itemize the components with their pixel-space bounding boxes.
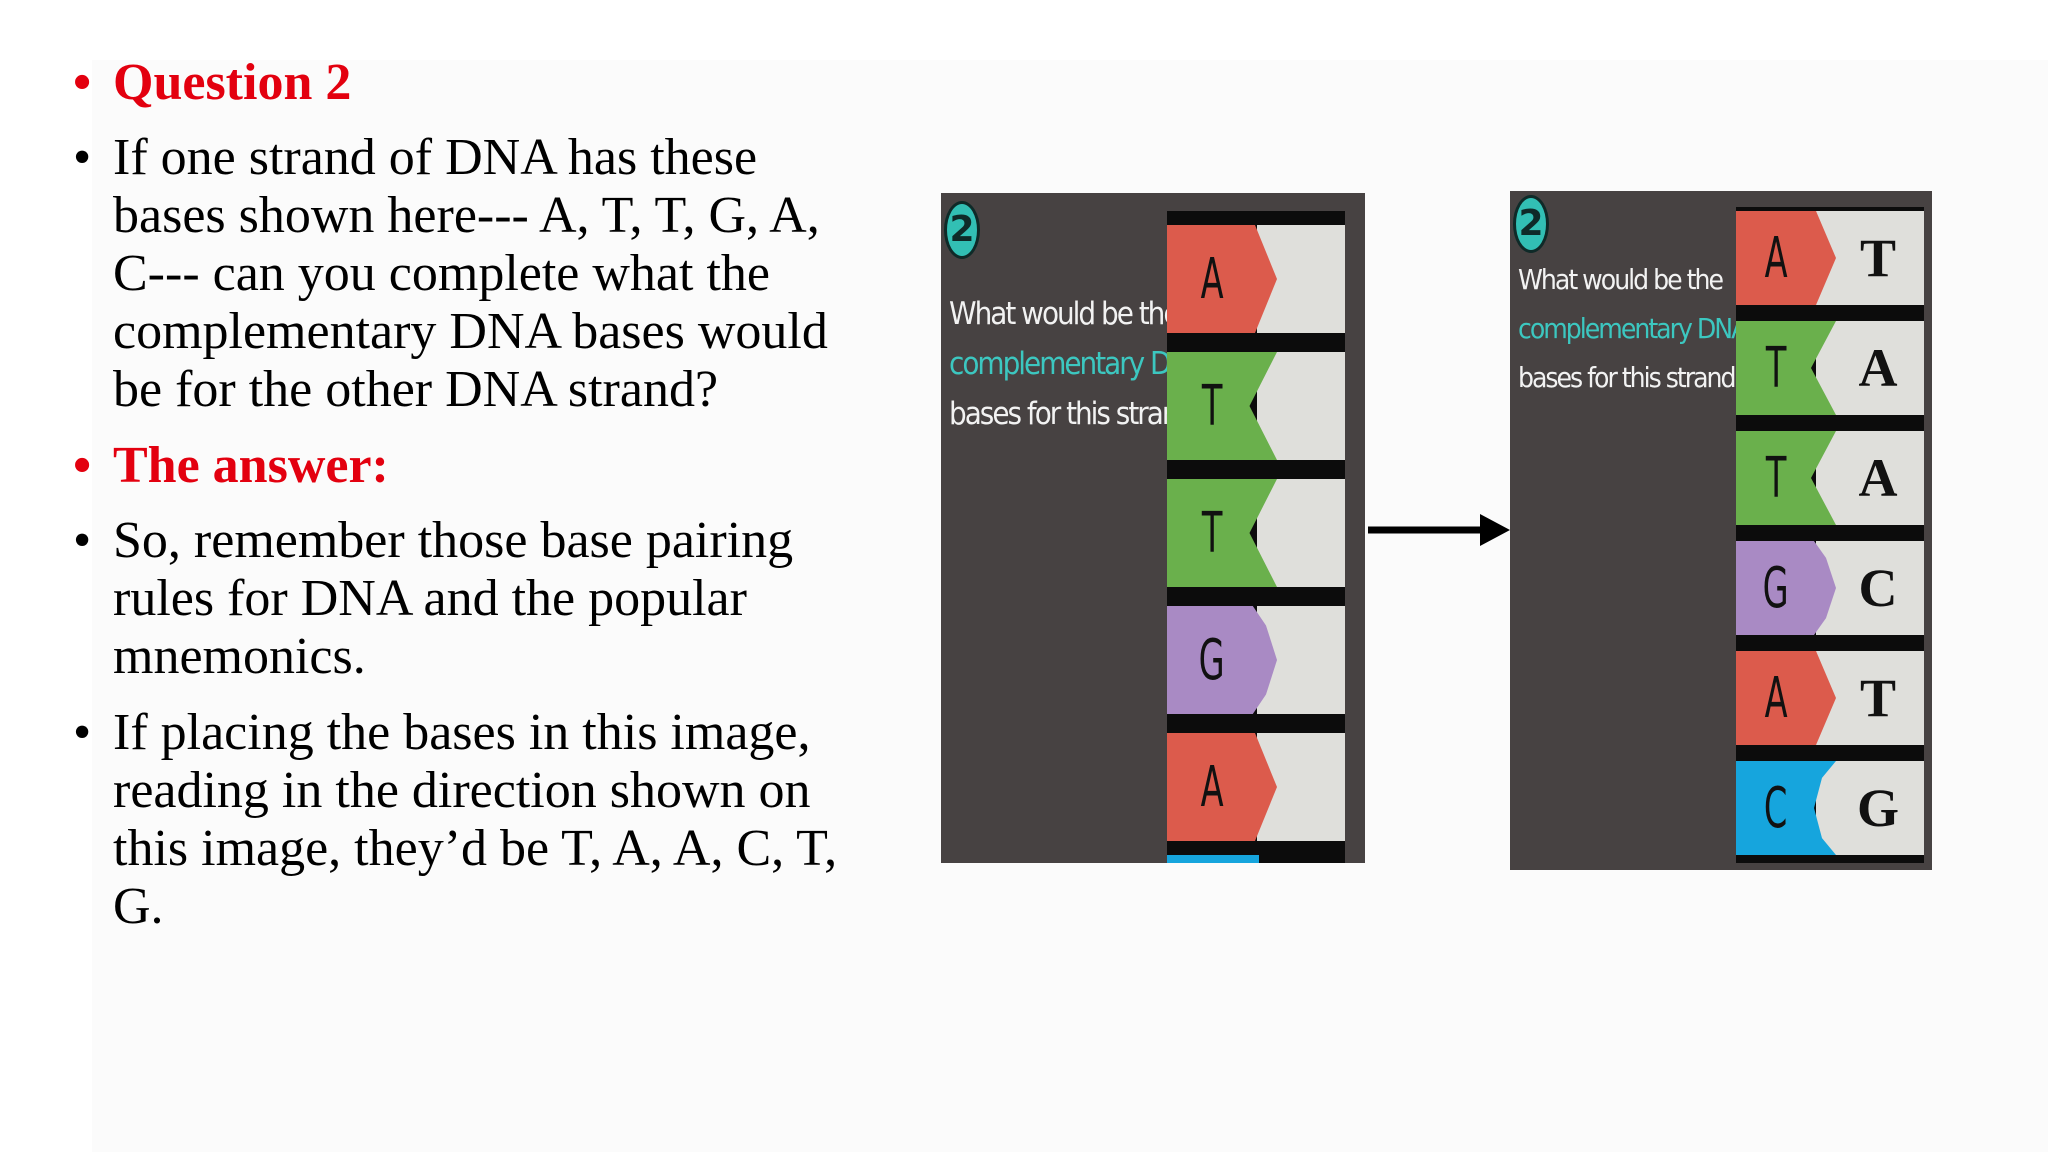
complement-base-letter: T — [1859, 228, 1897, 288]
base-letter: A — [1764, 665, 1788, 731]
base-pair-row: T — [1167, 479, 1345, 587]
complement-base-letter: A — [1858, 338, 1898, 398]
complement-base-letter: C — [1858, 558, 1898, 618]
prompt-line-1: What would be the — [949, 296, 1181, 332]
answer-prompt-line-1: What would be the — [1518, 263, 1724, 296]
base-letter: T — [1201, 500, 1223, 566]
base-tile-g: G — [1736, 541, 1836, 635]
base-letter: T — [1765, 335, 1787, 401]
base-letter: A — [1200, 754, 1224, 820]
prompt-line-3: bases for this strand? — [949, 396, 1208, 432]
complement-slot: A — [1816, 321, 1924, 415]
question-figure: 2 What would be the complementary DNA ba… — [941, 193, 1365, 863]
base-letter: A — [1764, 225, 1788, 291]
base-tile-a: A — [1167, 733, 1277, 841]
complement-base-letter: T — [1859, 668, 1897, 728]
question-prompt: What would be the complementary DNA base… — [949, 289, 1208, 439]
base-tile-a: A — [1736, 651, 1836, 745]
answer-figure: 2 What would be the complementary DNA ba… — [1510, 191, 1932, 870]
base-pair-row: G — [1167, 606, 1345, 714]
base-letter: G — [1762, 555, 1790, 621]
answer-prompt-line-2: complementary DNA — [1518, 312, 1748, 345]
base-pair-row: T — [1167, 352, 1345, 460]
complement-slot: C — [1816, 541, 1924, 635]
base-pair-row: A — [1167, 225, 1345, 333]
answer-prompt: What would be the complementary DNA base… — [1518, 255, 1748, 402]
answer-text-sequence: If placing the bases in this image, read… — [70, 704, 840, 936]
base-tile-c-partial — [1167, 855, 1259, 863]
complement-slot: A — [1816, 431, 1924, 525]
base-letter: T — [1201, 373, 1223, 439]
answer-heading: The answer: — [70, 437, 840, 495]
prompt-line-2: complementary DNA — [949, 346, 1207, 382]
base-letter: T — [1765, 445, 1787, 511]
complement-slot — [1257, 479, 1345, 587]
base-pair-row: A — [1167, 733, 1345, 841]
right-strand-strip — [1736, 207, 1924, 863]
complement-base-letter: A — [1858, 448, 1898, 508]
question-number-badge: 2 — [944, 201, 980, 259]
base-tile-a: A — [1167, 225, 1277, 333]
right-arrow-icon — [1368, 514, 1510, 546]
complement-slot — [1257, 352, 1345, 460]
question-text: If one strand of DNA has these bases sho… — [70, 129, 840, 419]
answer-number-badge: 2 — [1513, 195, 1549, 253]
complement-slot: G — [1816, 761, 1924, 855]
answer-prompt-line-3: bases for this strand? — [1518, 361, 1748, 394]
base-tile-g: G — [1167, 606, 1277, 714]
complement-base-letter: G — [1856, 778, 1899, 838]
text-column: Question 2 If one strand of DNA has thes… — [70, 54, 840, 954]
answer-text-rules: So, remember those base pairing rules fo… — [70, 512, 840, 686]
base-letter: G — [1198, 627, 1226, 693]
base-tile-a: A — [1736, 211, 1836, 305]
base-tile-c: C — [1736, 761, 1836, 855]
question-heading: Question 2 — [70, 54, 840, 112]
base-letter: A — [1200, 246, 1224, 312]
base-letter: C — [1764, 775, 1788, 841]
